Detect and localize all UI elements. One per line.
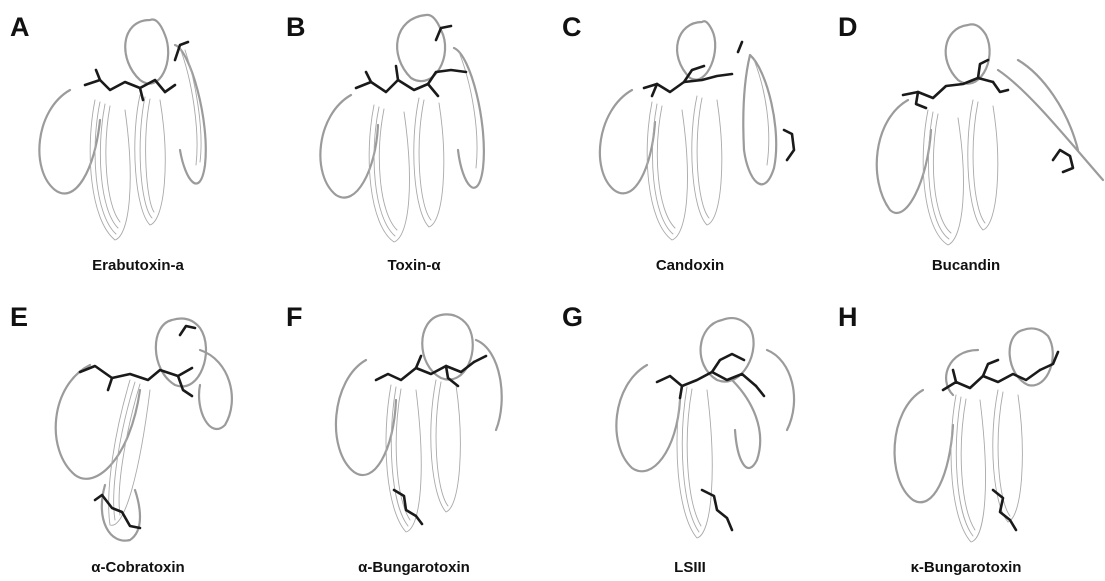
panel-letter: A [10, 12, 30, 43]
panel-caption: α-Cobratoxin [0, 559, 276, 576]
panel-letter: G [562, 302, 583, 333]
ribbon-structure-lsiii [552, 290, 828, 580]
ribbon-structure-bucandin [828, 0, 1104, 290]
panel-g: G LSIII [552, 290, 828, 580]
ribbon-structure-alpha-bungarotoxin [276, 290, 552, 580]
panel-caption: α-Bungarotoxin [276, 559, 552, 576]
panel-caption: Erabutoxin-a [0, 257, 276, 274]
ribbon-structure-kappa-bungarotoxin [828, 290, 1104, 580]
panel-letter: B [286, 12, 306, 43]
ribbon-structure-erabutoxin-a [0, 0, 276, 290]
panel-letter: D [838, 12, 858, 43]
panel-caption: Candoxin [552, 257, 828, 274]
panel-caption: Toxin-α [276, 257, 552, 274]
panel-letter: C [562, 12, 582, 43]
panel-caption: κ-Bungarotoxin [828, 559, 1104, 576]
panel-letter: E [10, 302, 28, 333]
panel-d: D Bucandin [828, 0, 1104, 290]
panel-f: F α-Bungarotoxin [276, 290, 552, 580]
ribbon-structure-candoxin [552, 0, 828, 290]
panel-caption: LSIII [552, 559, 828, 576]
ribbon-structure-toxin-alpha [276, 0, 552, 290]
panel-letter: H [838, 302, 858, 333]
panel-caption: Bucandin [828, 257, 1104, 274]
ribbon-structure-alpha-cobratoxin [0, 290, 276, 580]
panel-letter: F [286, 302, 303, 333]
panel-b: B Toxin-α [276, 0, 552, 290]
panel-a: A Erabutoxin-a [0, 0, 276, 290]
panel-e: E α-Cobratoxin [0, 290, 276, 580]
panel-h: H κ-Bungarotoxin [828, 290, 1104, 580]
panel-c: C Candoxin [552, 0, 828, 290]
